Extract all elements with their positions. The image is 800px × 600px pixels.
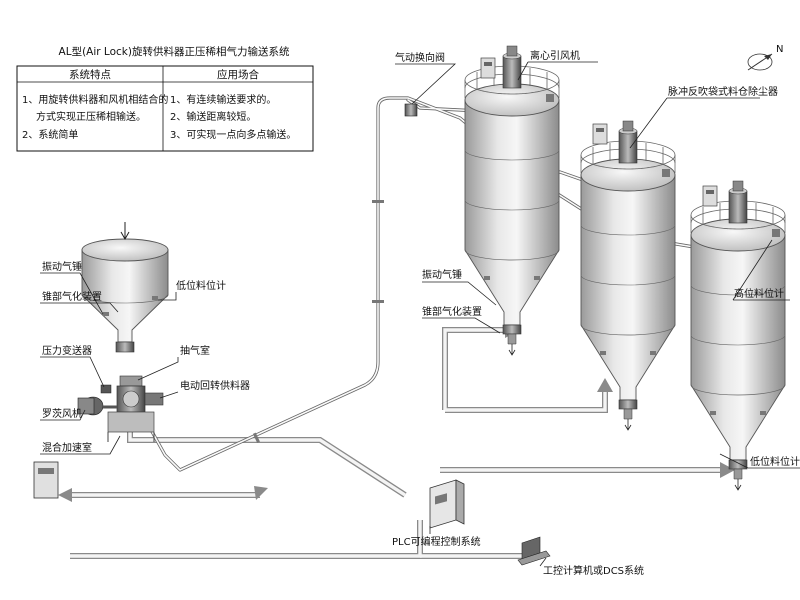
diverter-valve-1-icon: [404, 103, 418, 117]
label-ipc: 工控计算机或DCS系统: [543, 564, 644, 577]
table-header-applications: 应用场合: [217, 68, 259, 81]
hopper-inlet-arrow-icon: [120, 222, 130, 241]
rotary-feeder-assembly: [77, 375, 164, 442]
feature-row-2: 方式实现正压稀相输送。: [36, 110, 146, 123]
application-row-1: 1、有连续输送要求的。: [170, 93, 276, 106]
table-header-features: 系统特点: [69, 68, 111, 81]
feature-row-1: 1、用旋转供料器和风机相结合的: [22, 93, 168, 106]
label-roots-blower: 罗茨风机: [42, 407, 82, 420]
table-title: AL型(Air Lock)旋转供料器正压稀相气力输送系统: [59, 45, 290, 58]
label-plc: PLC可编程控制系统: [392, 535, 481, 548]
application-row-3: 3、可实现一点向多点输送。: [170, 128, 296, 141]
silo-3: [690, 180, 786, 491]
label-pneumatic-valve: 气动换向阀: [395, 51, 445, 64]
label-vibrator-hopper: 振动气锤: [42, 260, 82, 273]
label-cone-aerator-silo: 锥部气化装置: [422, 305, 482, 318]
feed-hopper: [81, 222, 169, 353]
local-panel-icons: [480, 57, 718, 207]
control-signal-lines: [58, 322, 735, 559]
label-pulse-filter: 脉冲反吹袋式料仓除尘器: [668, 85, 778, 98]
label-pressure-transmitter: 压力变送器: [42, 344, 92, 357]
application-row-2: 2、输送距离较短。: [170, 110, 256, 123]
north-label: N: [776, 44, 783, 55]
north-arrow-icon: N: [747, 44, 783, 71]
plc-cabinet: [429, 479, 465, 529]
leader-lines: [40, 61, 800, 567]
silo-3-discharge-arrow-icon: [734, 479, 742, 491]
label-mixing-chamber: 混合加速室: [42, 441, 92, 454]
component-labels: 气动换向阀 离心引风机 脉冲反吹袋式料仓除尘器 振动气锤 锥部气化装置 高位料位…: [42, 49, 800, 577]
feature-table: AL型(Air Lock)旋转供料器正压稀相气力输送系统 系统特点 应用场合 1…: [16, 45, 314, 152]
feature-row-3: 2、系统简单: [22, 128, 78, 141]
label-rotary-feeder: 电动回转供料器: [180, 379, 250, 392]
label-low-level-silo: 低位料位计: [750, 455, 800, 468]
label-centrifugal-fan: 离心引风机: [530, 49, 580, 62]
silo-1-discharge-arrow-icon: [508, 344, 516, 356]
label-high-level: 高位料位计: [734, 287, 784, 300]
label-exhaust-chamber: 抽气室: [180, 344, 210, 357]
silo-1: [464, 45, 560, 356]
local-control-cabinet: [33, 461, 59, 499]
silo-2: [580, 120, 676, 431]
label-low-level-hopper: 低位料位计: [176, 279, 226, 292]
ipc-computer: [517, 536, 551, 566]
conveying-pipeline: [148, 96, 702, 472]
silo-2-discharge-arrow-icon: [624, 419, 632, 431]
label-vibrator-silo: 振动气锤: [422, 268, 462, 281]
label-cone-aerator-hopper: 锥部气化装置: [42, 290, 102, 303]
